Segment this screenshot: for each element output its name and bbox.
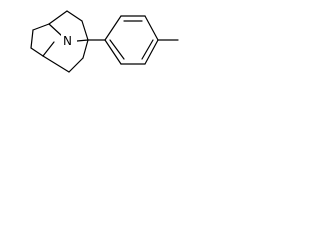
bond-ring-5 xyxy=(144,39,159,65)
bond-c10-c2 xyxy=(42,55,70,73)
bond-c2-c3 xyxy=(30,47,44,57)
bond-c6-c7 xyxy=(66,10,83,22)
bicyclic-ring xyxy=(30,10,89,73)
bond-ring-2 xyxy=(104,15,122,41)
structure-canvas: N xyxy=(0,0,207,87)
bond-c9-c10 xyxy=(68,57,84,73)
n-label-backdrop xyxy=(61,33,77,48)
aryl-ring xyxy=(87,15,179,65)
bond-ring-4 xyxy=(144,15,159,41)
bond-c3-c4 xyxy=(30,29,34,49)
double-bond-inner-3 xyxy=(109,39,125,60)
bond-c8-c9 xyxy=(82,39,89,59)
double-bond-inner-2 xyxy=(141,39,154,60)
molecule-drawing: N xyxy=(30,10,179,73)
bond-n-c8 xyxy=(76,39,89,42)
bond-c5-n xyxy=(48,23,63,37)
bond-c4-c5 xyxy=(32,23,50,31)
bond-ring-7 xyxy=(104,39,122,65)
bond-c7-c8 xyxy=(81,20,89,41)
bond-c5-c6 xyxy=(48,10,68,25)
bond-c1-c2 xyxy=(42,41,55,57)
nitrogen-atom-label: N xyxy=(63,34,72,48)
